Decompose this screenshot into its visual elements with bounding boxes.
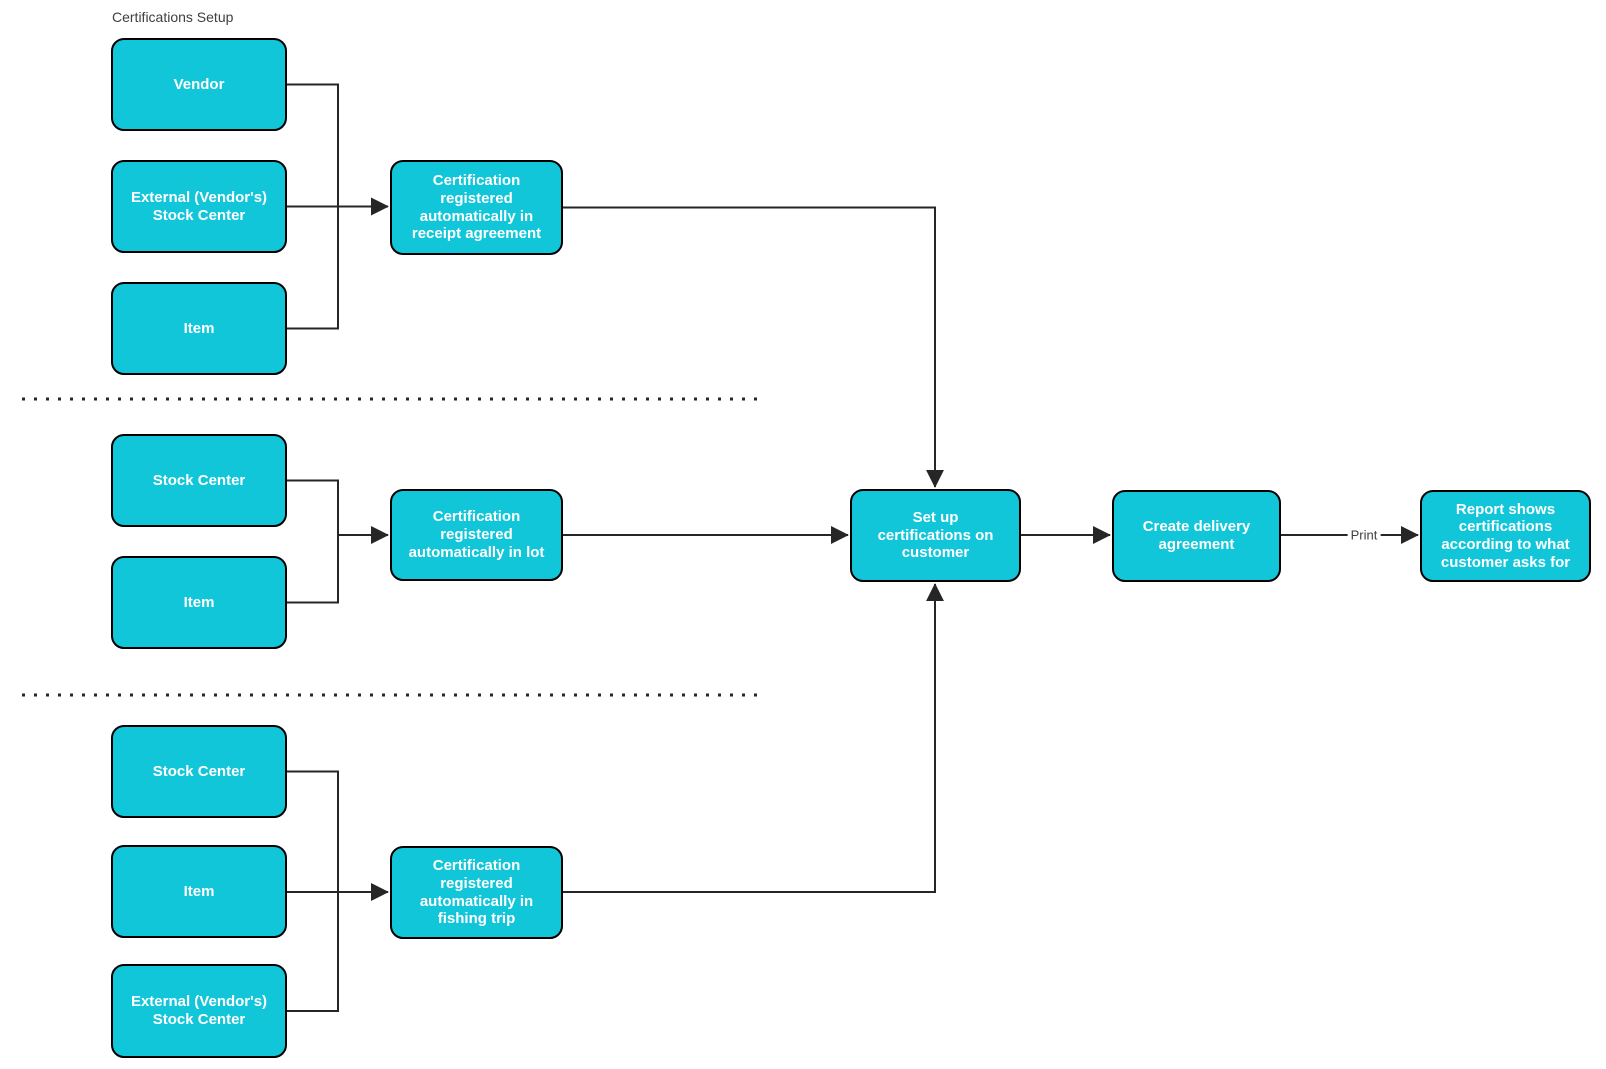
node-certification-fishing-trip: Certification registered automatically i… <box>390 846 563 939</box>
node-stock-center-middle: Stock Center <box>111 434 287 527</box>
node-vendor: Vendor <box>111 38 287 131</box>
edge-fishing-to-setup <box>563 583 944 893</box>
node-setup-certifications-customer: Set up certifications on customer <box>850 489 1021 582</box>
node-item-top: Item <box>111 282 287 375</box>
node-certification-lot: Certification registered automatically i… <box>390 489 563 581</box>
diagram-title: Certifications Setup <box>112 9 234 25</box>
node-stock-center-bottom: Stock Center <box>111 725 287 818</box>
edge-mid-group-join <box>287 479 339 604</box>
edge-label-print: Print <box>1347 527 1381 543</box>
edge-receipt-to-setup <box>563 206 944 488</box>
node-report-certifications: Report shows certifications according to… <box>1420 490 1591 582</box>
node-external-vendors-stock-center-bottom: External (Vendor's) Stock Center <box>111 964 287 1058</box>
node-create-delivery-agreement: Create delivery agreement <box>1112 490 1281 582</box>
node-certification-receipt-agreement: Certification registered automatically i… <box>390 160 563 255</box>
node-external-vendors-stock-center-top: External (Vendor's) Stock Center <box>111 160 287 253</box>
node-item-middle: Item <box>111 556 287 649</box>
node-item-bottom: Item <box>111 845 287 938</box>
